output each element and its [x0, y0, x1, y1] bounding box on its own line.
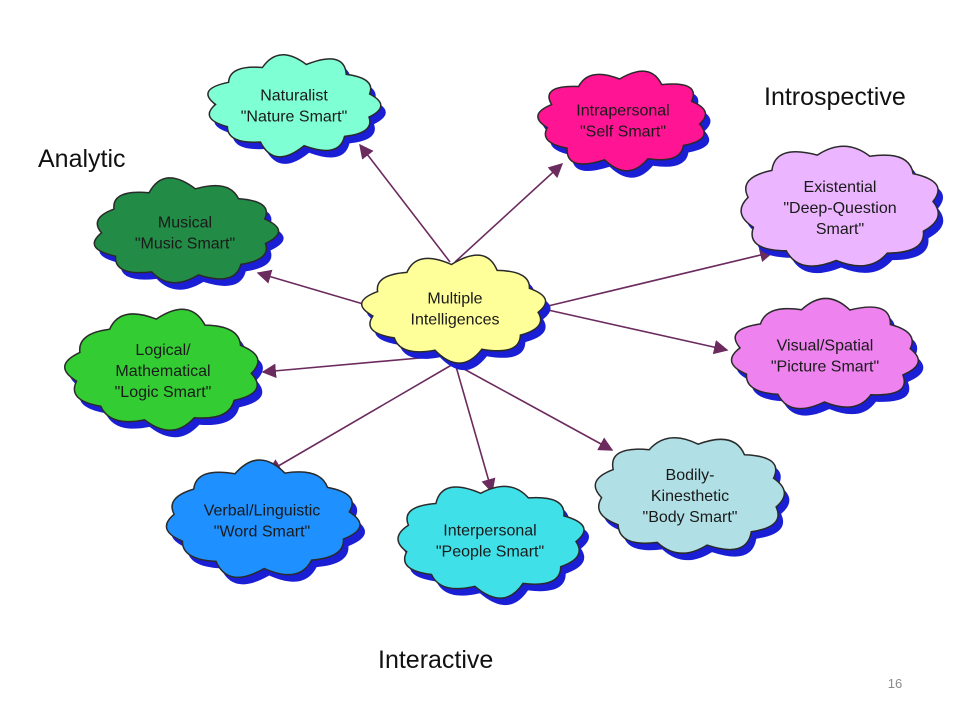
cloud-text-line: Verbal/Linguistic	[204, 503, 321, 520]
cloud-text-line: Kinesthetic	[651, 488, 729, 505]
cloud-text-line: Interpersonal	[443, 523, 536, 540]
cloud-text-line: "Body Smart"	[643, 509, 738, 526]
cloud-text-line: "Music Smart"	[135, 236, 235, 253]
cloud-text-line: Existential	[804, 179, 877, 196]
cloud-shape	[361, 254, 547, 364]
cloud-text-line: Smart"	[816, 221, 864, 238]
cloud-shape	[207, 54, 382, 158]
cloud-text-line: Bodily-	[666, 467, 715, 484]
arrow-to-verbal	[266, 362, 456, 473]
group-label-introspective: Introspective	[764, 83, 906, 111]
cloud-text-line: "Nature Smart"	[241, 109, 348, 126]
slide-number: 16	[887, 676, 903, 691]
cloud-text-line: Musical	[158, 215, 212, 232]
group-label-interactive: Interactive	[378, 646, 493, 674]
arrow-to-bodily	[452, 362, 614, 451]
cloud-text-line: "Self Smart"	[580, 124, 666, 141]
cloud-shape	[165, 459, 361, 579]
arrow-to-existential	[547, 248, 775, 307]
cloud-text-line: Multiple	[427, 291, 482, 308]
cloud-text-line: "Picture Smart"	[771, 359, 879, 376]
cloud-text-line: Logical/	[135, 342, 191, 359]
cloud-verbal: Verbal/Linguistic "Word Smart"	[165, 459, 365, 585]
cloud-text-line: Intrapersonal	[576, 103, 669, 120]
cloud-text-line: "People Smart"	[436, 544, 544, 561]
cloud-shape	[93, 177, 280, 284]
cloud-shape	[730, 297, 919, 410]
cloud-intrapersonal: Intrapersonal "Self Smart"	[537, 70, 711, 178]
cloud-text-line: "Word Smart"	[214, 524, 310, 541]
cloud-logical: Logical/Mathematical "Logic Smart"	[64, 308, 263, 438]
clouds-layer: Naturalist "Nature Smart" Intrapersonal "Se…	[64, 54, 944, 606]
cloud-text-line: Mathematical	[115, 363, 210, 380]
cloud-text-line: "Logic Smart"	[115, 384, 212, 401]
arrows-layer	[256, 143, 775, 494]
arrow-to-visual	[547, 309, 729, 355]
cloud-text-line: Naturalist	[260, 88, 328, 105]
cloud-bodily: Bodily- Kinesthetic "Body Smart"	[594, 437, 790, 561]
cloud-shape	[397, 485, 585, 599]
arrow-to-intrapersonal	[454, 163, 564, 263]
cloud-musical: Musical "Music Smart"	[93, 177, 284, 290]
arrow-to-naturalist	[359, 143, 451, 263]
cloud-text-line: "Deep-Question	[783, 200, 896, 217]
arrow-to-interpersonal	[454, 362, 496, 494]
cloud-shape	[594, 437, 786, 554]
arrow-to-musical	[256, 269, 371, 307]
group-label-analytic: Analytic	[38, 145, 126, 173]
cloud-naturalist: Naturalist "Nature Smart"	[207, 54, 386, 164]
cloud-text-line: Visual/Spatial	[777, 338, 874, 355]
cloud-shape	[64, 308, 259, 431]
cloud-shape	[537, 70, 707, 172]
cloud-shape	[740, 145, 940, 267]
cloud-text-line: Intelligences	[411, 312, 500, 329]
cloud-interpersonal: Interpersonal "People Smart"	[397, 485, 590, 606]
cloud-visual: Visual/Spatial "Picture Smart"	[730, 297, 924, 416]
